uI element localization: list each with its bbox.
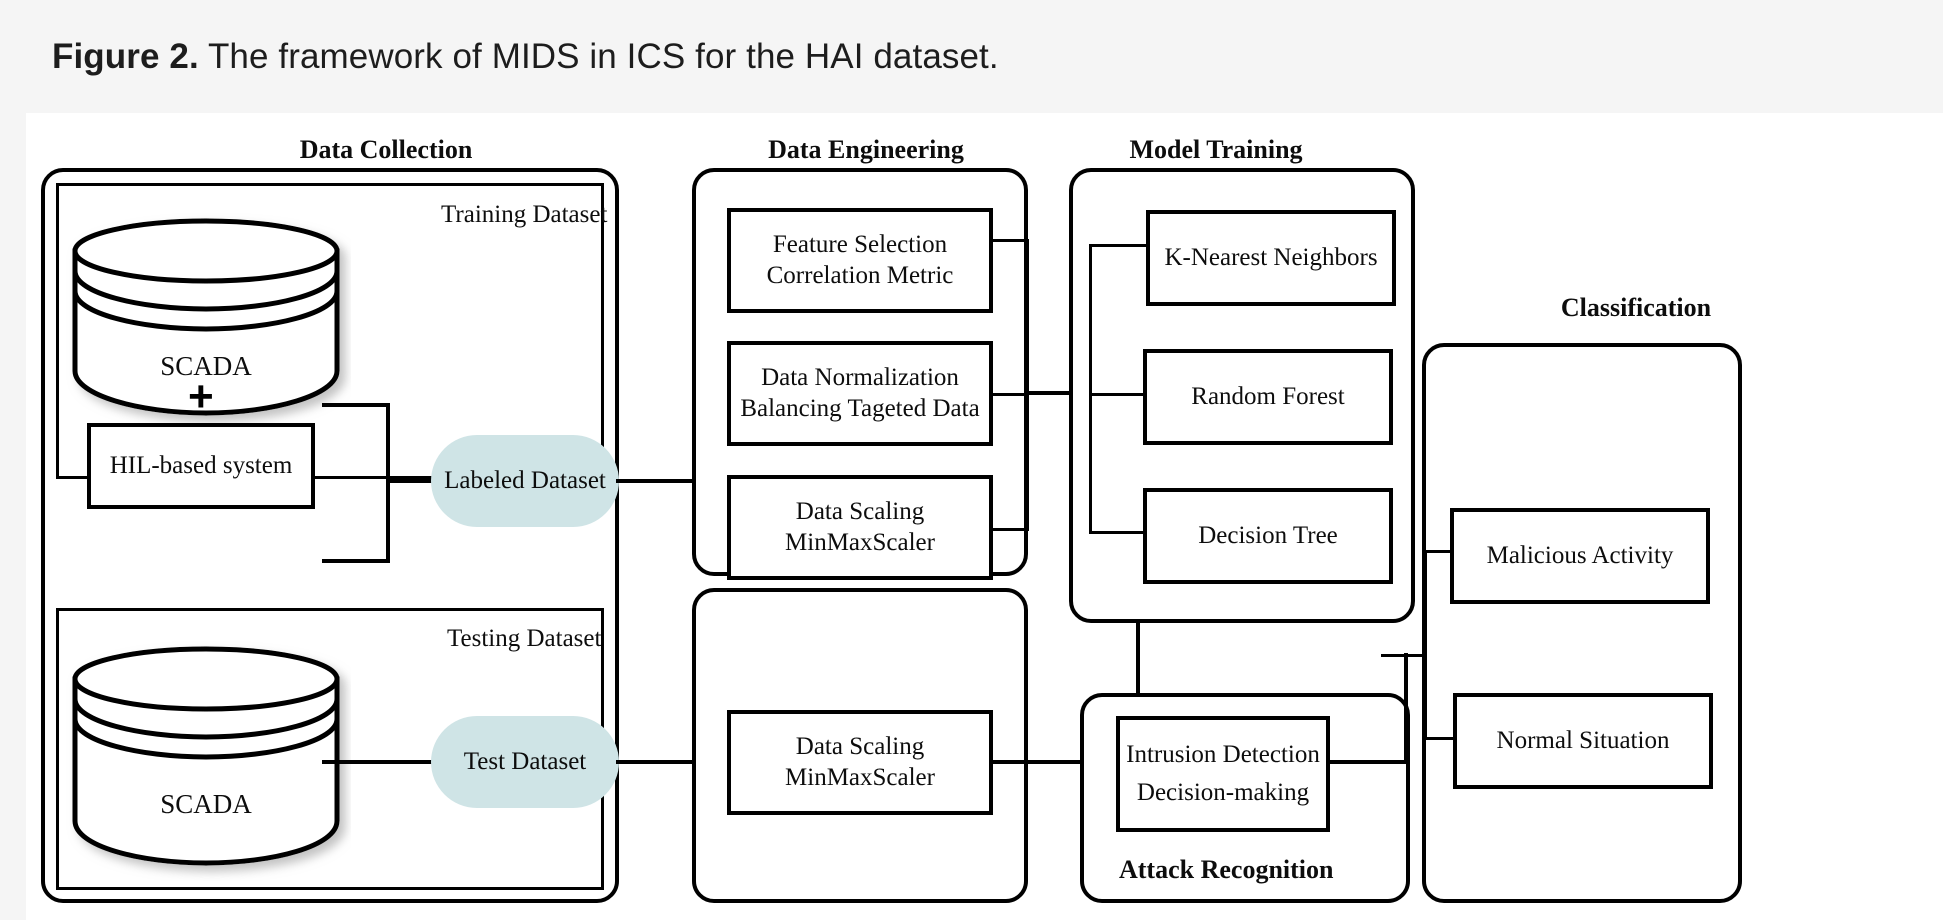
bracket-eng-bottom-arm — [991, 528, 1029, 531]
caption-description: The framework of MIDS in ICS for the HAI… — [198, 36, 999, 76]
connector-labeled-to-engineering — [616, 479, 692, 483]
box-data-normalization-line2: Balancing Tageted Data — [740, 394, 980, 422]
box-data-scaling-train-line2: MinMaxScaler — [785, 528, 935, 556]
bracket-model-mid-arm — [1089, 393, 1147, 396]
connector-engineering-to-model-training — [1026, 391, 1084, 395]
connector-merge-to-labeled — [386, 479, 434, 483]
box-data-scaling-test-line1: Data Scaling — [795, 733, 925, 760]
diagram-stage: Data Collection Data Engineering Model T… — [26, 113, 1943, 920]
box-intrusion-detection-line2: Decision-making — [1136, 779, 1310, 806]
box-normal-situation-line1: Normal Situation — [1496, 726, 1670, 754]
box-data-scaling-train-line1: Data Scaling — [795, 498, 925, 525]
bracket-class-top-arm — [1424, 550, 1452, 553]
box-data-scaling-train: Data Scaling MinMaxScaler — [727, 475, 993, 580]
bracket-model-top-arm — [1089, 244, 1147, 247]
bracket-eng-mid-arm — [991, 393, 1029, 396]
bracket-eng-top-arm — [991, 239, 1029, 242]
box-feature-selection-line1: Feature Selection — [772, 231, 948, 258]
column-title-model-training: Model Training — [1129, 135, 1303, 164]
connector-scada-to-test-dataset — [322, 760, 437, 764]
cylinder-label-scada-training: SCADA — [160, 351, 252, 381]
box-data-scaling-test: Data Scaling MinMaxScaler — [727, 710, 993, 815]
box-data-normalization-line1: Data Normalization — [761, 364, 959, 391]
pill-labeled-dataset: Labeled Dataset — [431, 435, 619, 527]
connector-hil-to-merge — [322, 559, 390, 563]
box-hil-based-system: HIL-based system — [87, 423, 315, 509]
connector-test-to-scaling — [616, 760, 692, 764]
figure-canvas: Data Collection Data Engineering Model T… — [26, 113, 1943, 920]
bracket-model-bottom-arm — [1089, 531, 1147, 534]
column-title-classification: Classification — [1560, 293, 1712, 322]
bracket-eng-spine — [1026, 239, 1029, 531]
box-intrusion-detection: Intrusion Detection Decision-making — [1116, 716, 1330, 832]
box-knn: K-Nearest Neighbors — [1146, 210, 1396, 306]
box-feature-selection-line2: Correlation Metric — [766, 261, 954, 289]
caption-text: Figure 2. The framework of MIDS in ICS f… — [52, 37, 999, 77]
box-data-scaling-test-line2: MinMaxScaler — [785, 763, 935, 791]
column-title-data-engineering: Data Engineering — [768, 135, 964, 164]
column-title-data-collection: Data Collection — [299, 135, 473, 164]
cylinder-scada-training: SCADA — [61, 213, 351, 428]
box-intrusion-detection-line1: Intrusion Detection — [1126, 740, 1320, 768]
plus-symbol: + — [188, 372, 214, 421]
label-training-dataset: Training Dataset — [441, 201, 608, 228]
label-attack-recognition: Attack Recognition — [1119, 855, 1334, 884]
bracket-class-bottom-arm — [1424, 737, 1456, 740]
box-random-forest: Random Forest — [1143, 349, 1393, 445]
panel-classification — [1422, 343, 1742, 903]
connector-merge-vertical — [386, 403, 390, 563]
box-decision-tree-line1: Decision Tree — [1198, 521, 1338, 549]
figure-caption: Figure 2. The framework of MIDS in ICS f… — [0, 0, 1943, 113]
cylinder-label-scada-testing: SCADA — [160, 789, 252, 819]
connector-classification-riser — [1404, 653, 1408, 763]
caption-figure-number: Figure 2. — [52, 36, 199, 76]
bracket-class-spine — [1424, 550, 1427, 740]
connector-model-to-attack — [1136, 621, 1140, 751]
connector-test-scaling-to-intrusion — [989, 760, 1139, 764]
box-knn-line1: K-Nearest Neighbors — [1164, 243, 1378, 271]
label-testing-dataset: Testing Dataset — [447, 625, 602, 652]
box-data-normalization: Data Normalization Balancing Tageted Dat… — [727, 341, 993, 446]
cylinder-scada-testing: SCADA — [61, 641, 351, 881]
box-malicious-activity: Malicious Activity — [1450, 508, 1710, 604]
box-feature-selection: Feature Selection Correlation Metric — [727, 208, 993, 313]
bracket-class-feed — [1381, 654, 1426, 657]
connector-scada-to-merge — [322, 403, 390, 407]
pill-test-dataset: Test Dataset — [431, 716, 619, 808]
box-normal-situation: Normal Situation — [1453, 693, 1713, 789]
bracket-model-spine — [1089, 244, 1092, 534]
box-malicious-activity-line1: Malicious Activity — [1486, 541, 1674, 569]
connector-intrusion-to-classification — [1326, 760, 1408, 764]
box-random-forest-line1: Random Forest — [1191, 382, 1345, 410]
box-hil-based-system-line1: HIL-based system — [109, 451, 293, 479]
box-decision-tree: Decision Tree — [1143, 488, 1393, 584]
